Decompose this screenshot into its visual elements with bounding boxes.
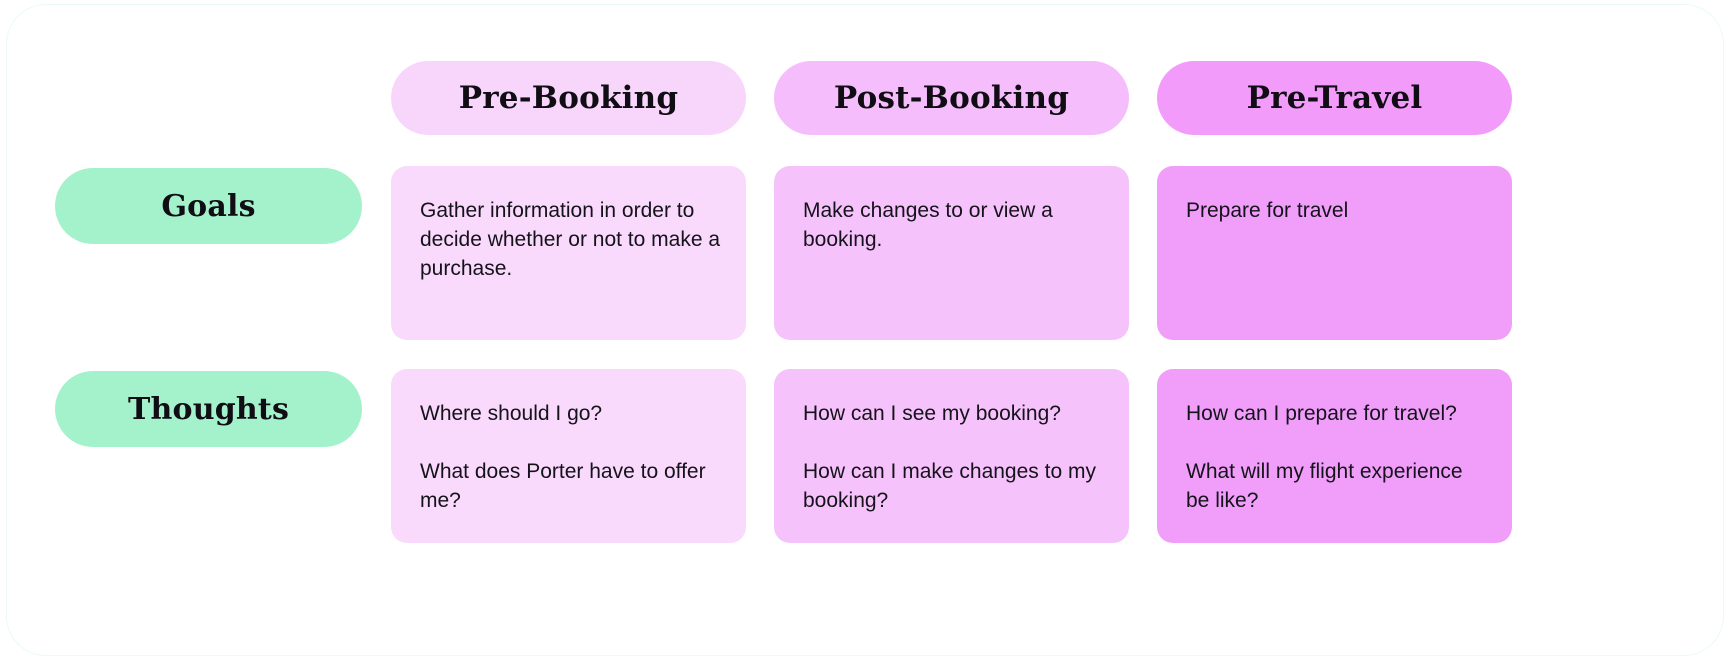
cell-paragraph: Where should I go? (420, 402, 603, 425)
column-header-label: Post-Booking (833, 80, 1070, 116)
column-header-pre-travel[interactable]: Pre-Travel (1157, 61, 1512, 135)
cell-paragraph: How can I prepare for travel? (1186, 402, 1457, 425)
column-header-label: Pre-Travel (1246, 80, 1423, 116)
cell-thoughts-pre-travel[interactable]: How can I prepare for travel? What will … (1157, 369, 1512, 543)
cell-thoughts-post-booking[interactable]: How can I see my booking? How can I make… (774, 369, 1129, 543)
row-label-goals[interactable]: Goals (55, 168, 362, 244)
cell-thoughts-pre-booking[interactable]: Where should I go? What does Porter have… (391, 369, 746, 543)
cell-paragraph: How can I make changes to my booking? (803, 460, 1096, 512)
cell-goals-pre-travel[interactable]: Prepare for travel (1157, 166, 1512, 340)
cell-paragraph: Gather information in order to decide wh… (420, 199, 721, 280)
cell-paragraph: Prepare for travel (1186, 199, 1349, 222)
column-header-pre-booking[interactable]: Pre-Booking (391, 61, 746, 135)
column-header-post-booking[interactable]: Post-Booking (774, 61, 1129, 135)
column-header-label: Pre-Booking (458, 80, 679, 116)
cell-paragraph: What does Porter have to offer me? (420, 460, 706, 512)
row-label-text: Thoughts (127, 391, 290, 427)
row-label-thoughts[interactable]: Thoughts (55, 371, 362, 447)
cell-paragraph: How can I see my booking? (803, 402, 1061, 425)
cell-goals-post-booking[interactable]: Make changes to or view a booking. (774, 166, 1129, 340)
row-label-text: Goals (161, 188, 256, 224)
cell-goals-pre-booking[interactable]: Gather information in order to decide wh… (391, 166, 746, 340)
cell-paragraph: What will my flight experience be like? (1186, 460, 1463, 512)
cell-paragraph: Make changes to or view a booking. (803, 199, 1053, 251)
